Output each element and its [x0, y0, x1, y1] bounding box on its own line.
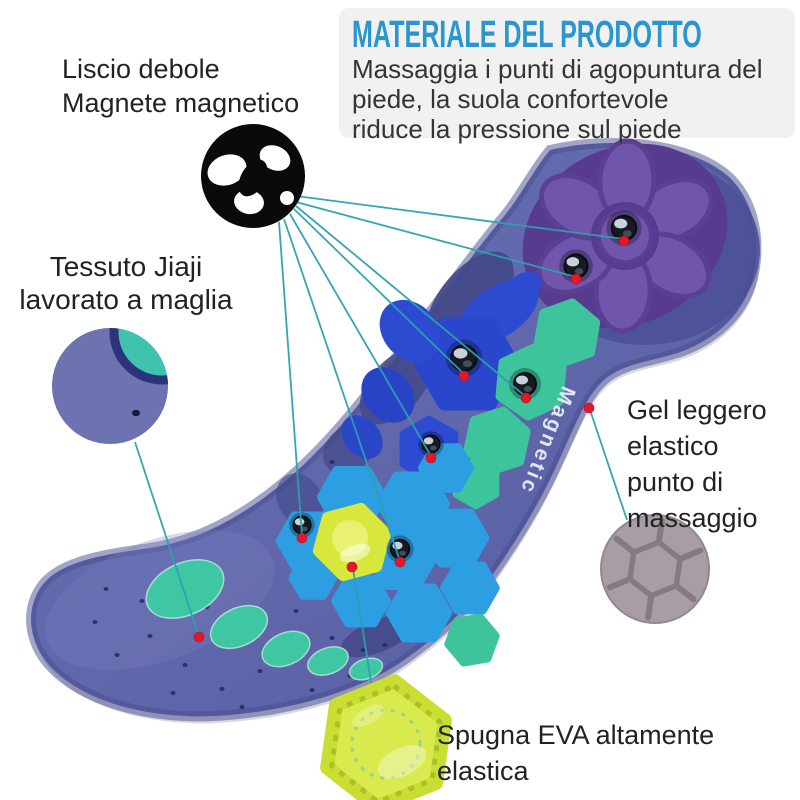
gel-zoom-circle: [600, 514, 710, 624]
eva-label: Spugna EVA altamente elastica: [437, 717, 714, 789]
description-line: riduce la pressione sul piede: [352, 114, 682, 144]
magnet-label: Liscio debole Magnete magnetico: [62, 52, 299, 120]
eva-label-line: elastica: [437, 756, 529, 786]
eva-label-line: Spugna EVA altamente: [437, 720, 715, 750]
ventilation-holes: [92, 460, 388, 709]
fabric-label: Tessuto Jiaji lavorato a maglia: [0, 250, 252, 316]
magnet-zoom-circle: [201, 124, 305, 228]
description-line: Massaggia i punti di agopuntura del: [352, 54, 763, 84]
toe-pads: [145, 559, 384, 681]
magnet-label-line: Liscio debole: [62, 54, 220, 84]
product-info-panel: MATERIALE DEL PRODOTTO Massaggia i punti…: [339, 8, 795, 144]
eva-pad-on-insole: [314, 501, 390, 583]
gel-label-line: massaggio: [627, 503, 758, 533]
fabric-label-line: lavorato a maglia: [19, 284, 233, 315]
gel-label-line: elastico: [627, 431, 719, 461]
description-line: piede, la suola confortevole: [352, 84, 669, 114]
eva-pad-zoom: [323, 674, 449, 800]
callout-lines: [134, 195, 628, 689]
acupressure-pads-blue: [341, 271, 542, 477]
page-title: MATERIALE DEL PRODOTTO: [352, 14, 702, 56]
gel-label-line: Gel leggero: [627, 395, 767, 425]
marker-dots: [193, 235, 630, 643]
magnet-label-line: Magnete magnetico: [62, 88, 300, 118]
product-description: Massaggia i punti di agopuntura del pied…: [352, 54, 763, 144]
gel-label-line: punto di: [627, 467, 724, 497]
fabric-label-line: Tessuto Jiaji: [49, 251, 203, 282]
gel-label: Gel leggero elastico punto di massaggio: [627, 392, 767, 536]
